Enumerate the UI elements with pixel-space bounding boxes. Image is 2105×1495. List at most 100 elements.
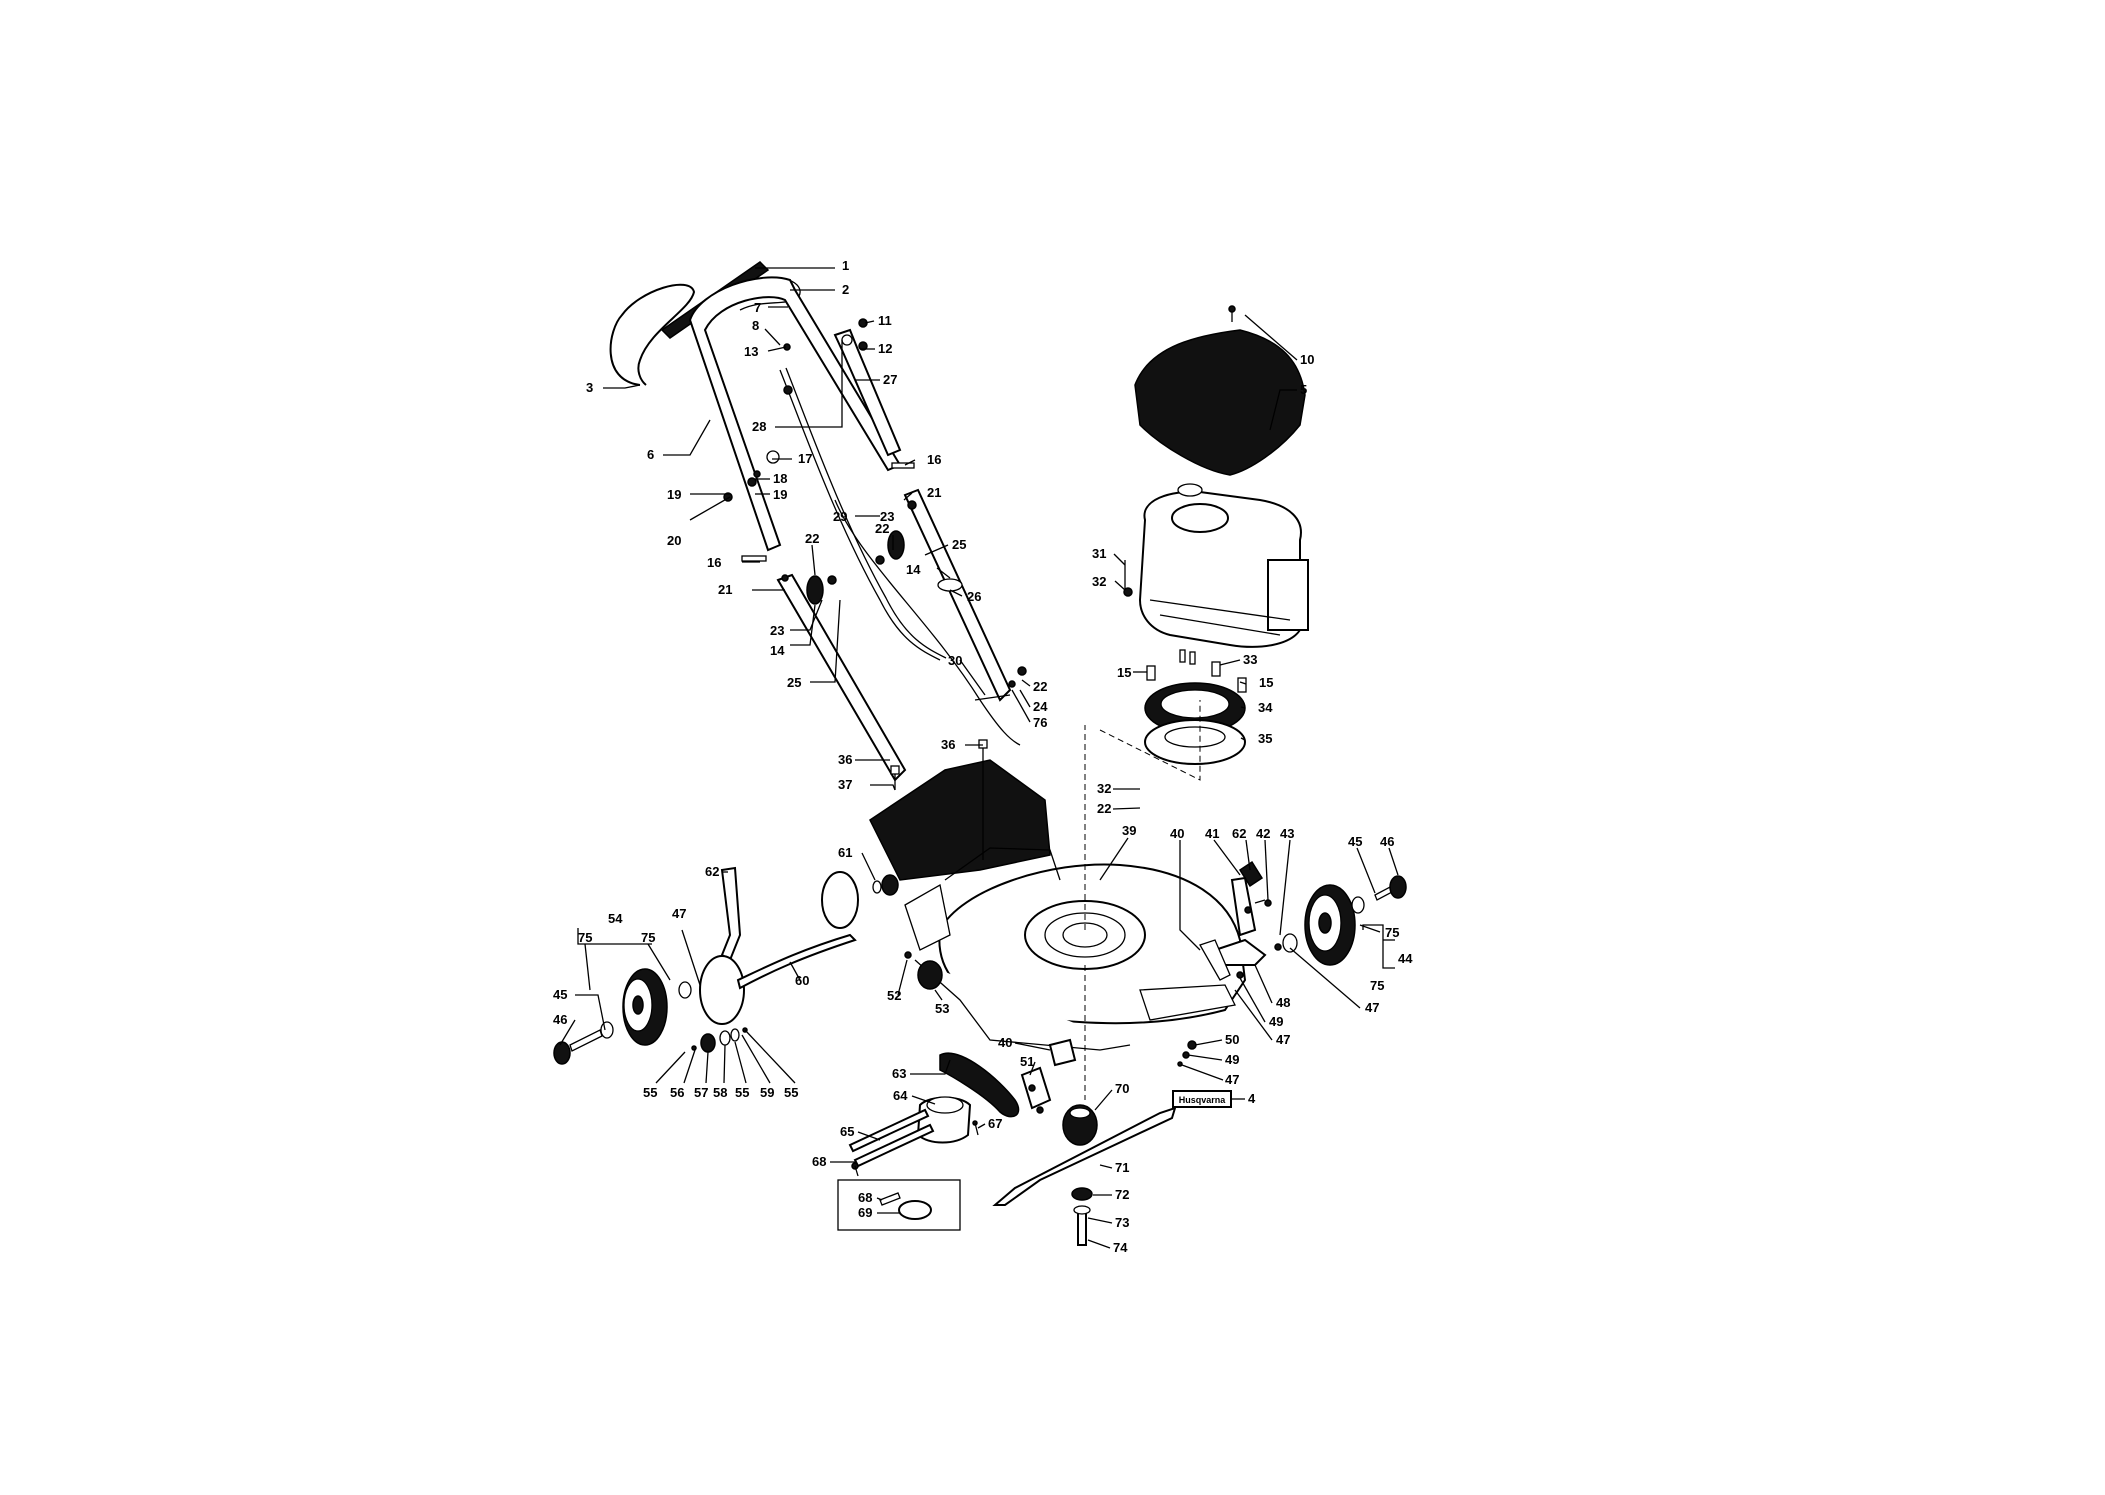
drive-bracket-40 <box>1020 1038 1077 1114</box>
callout-20: 20 <box>667 533 681 548</box>
callout-10: 10 <box>1300 352 1314 367</box>
callout-3: 3 <box>586 380 593 395</box>
callout-72: 72 <box>1115 1187 1129 1202</box>
hinge-pins-36 <box>890 739 988 860</box>
brand-text: Husqvarna <box>1179 1095 1227 1105</box>
callout-50: 50 <box>1225 1032 1239 1047</box>
callout-49-lower: 49 <box>1225 1052 1239 1067</box>
callout-75-left-a: 75 <box>578 930 592 945</box>
callout-7: 7 <box>754 300 761 315</box>
callout-numbers: 1 2 3 6 7 8 13 11 12 27 28 17 18 19 19 2… <box>553 258 1413 1255</box>
callout-36-center: 36 <box>941 737 955 752</box>
callout-67: 67 <box>988 1116 1002 1131</box>
callout-69: 69 <box>858 1205 872 1220</box>
gear-53 <box>904 951 943 990</box>
callout-33: 33 <box>1243 652 1257 667</box>
callout-46-left: 46 <box>553 1012 567 1027</box>
bail-lever-3 <box>609 283 696 386</box>
callout-42: 42 <box>1256 826 1270 841</box>
callout-4: 4 <box>1248 1091 1256 1106</box>
callout-56: 56 <box>670 1085 684 1100</box>
callout-31: 31 <box>1092 546 1106 561</box>
upper-handle-6 <box>688 276 902 552</box>
callout-25-right: 25 <box>952 537 966 552</box>
drive-shaft-65 <box>848 1108 935 1168</box>
blade-bolt-73 <box>1073 1205 1091 1246</box>
knob-14a <box>806 575 824 605</box>
callout-26: 26 <box>967 589 981 604</box>
callout-57: 57 <box>694 1085 708 1100</box>
callout-52: 52 <box>887 988 901 1003</box>
callout-49-upper: 49 <box>1269 1014 1283 1029</box>
pins-67-68 <box>851 1120 979 1177</box>
callout-62-left: 62 <box>705 864 719 879</box>
callout-32-lower: 32 <box>1097 781 1111 796</box>
callout-40-upper: 40 <box>1170 826 1184 841</box>
callout-40-lower: 40 <box>998 1035 1012 1050</box>
callout-32-upper: 32 <box>1092 574 1106 589</box>
height-lever-62 <box>720 866 742 962</box>
lower-handle-right-25 <box>903 488 1012 702</box>
callout-51: 51 <box>1020 1054 1034 1069</box>
callout-25-left: 25 <box>787 675 801 690</box>
rear-axle-60 <box>736 933 857 990</box>
callout-24: 24 <box>1033 699 1048 714</box>
callout-74: 74 <box>1113 1240 1128 1255</box>
leader-lines <box>559 267 1399 1249</box>
engine-block <box>1138 483 1309 648</box>
callout-48: 48 <box>1276 995 1290 1010</box>
callout-22-lower: 22 <box>1033 679 1047 694</box>
callout-1: 1 <box>842 258 849 273</box>
callout-11: 11 <box>878 313 892 328</box>
callout-30: 30 <box>948 653 962 668</box>
callout-75-left-b: 75 <box>641 930 655 945</box>
dashed-axis <box>1084 700 1201 1100</box>
callout-63: 63 <box>892 1066 906 1081</box>
callout-16-right: 16 <box>927 452 941 467</box>
mower-deck-39 <box>904 847 1247 1051</box>
callout-62-right: 62 <box>1232 826 1246 841</box>
callout-5: 5 <box>1300 382 1307 397</box>
callout-2: 2 <box>842 282 849 297</box>
callout-47-left: 47 <box>672 906 686 921</box>
gearbox-64 <box>916 1096 972 1144</box>
callout-47-right: 47 <box>1365 1000 1379 1015</box>
callout-55-b: 55 <box>735 1085 749 1100</box>
callout-64: 64 <box>893 1088 908 1103</box>
brand-plate-4: Husqvarna <box>1172 1090 1232 1108</box>
callout-65: 65 <box>840 1124 854 1139</box>
kit-box-68-69 <box>837 1179 961 1231</box>
callout-54: 54 <box>608 911 623 926</box>
callout-15-left: 15 <box>1117 665 1131 680</box>
callout-29: 29 <box>833 509 847 524</box>
callout-18: 18 <box>773 471 787 486</box>
callout-19-right: 19 <box>773 487 787 502</box>
callout-36-left: 36 <box>838 752 852 767</box>
front-wheel-44 <box>1304 884 1356 966</box>
rear-wheel-hub-parts <box>553 981 748 1065</box>
callout-19-left: 19 <box>667 487 681 502</box>
callout-68-box: 68 <box>858 1190 872 1205</box>
callout-47-middle: 47 <box>1276 1032 1290 1047</box>
callout-68-upper: 68 <box>812 1154 826 1169</box>
callout-45-right: 45 <box>1348 834 1362 849</box>
callout-21-left: 21 <box>718 582 732 597</box>
washer-72 <box>1071 1187 1093 1201</box>
rear-wheel-44 <box>622 968 668 1046</box>
callout-6: 6 <box>647 447 654 462</box>
callout-45-left: 45 <box>553 987 567 1002</box>
cable-28 <box>779 367 947 661</box>
rear-flap-61 <box>821 871 899 929</box>
callout-8: 8 <box>752 318 759 333</box>
throttle-cable-29 <box>834 499 1021 746</box>
engine-bolts <box>1123 560 1247 693</box>
callout-23-right: 23 <box>880 509 894 524</box>
wheel-bracket-47 <box>699 955 745 1025</box>
callout-14-right: 14 <box>906 562 921 577</box>
small-hardware <box>723 318 1027 701</box>
callout-28: 28 <box>752 419 766 434</box>
engine-screw-10 <box>1228 305 1236 322</box>
front-height-lever <box>1230 860 1264 937</box>
callout-71: 71 <box>1115 1160 1129 1175</box>
blade-71 <box>992 1106 1177 1206</box>
